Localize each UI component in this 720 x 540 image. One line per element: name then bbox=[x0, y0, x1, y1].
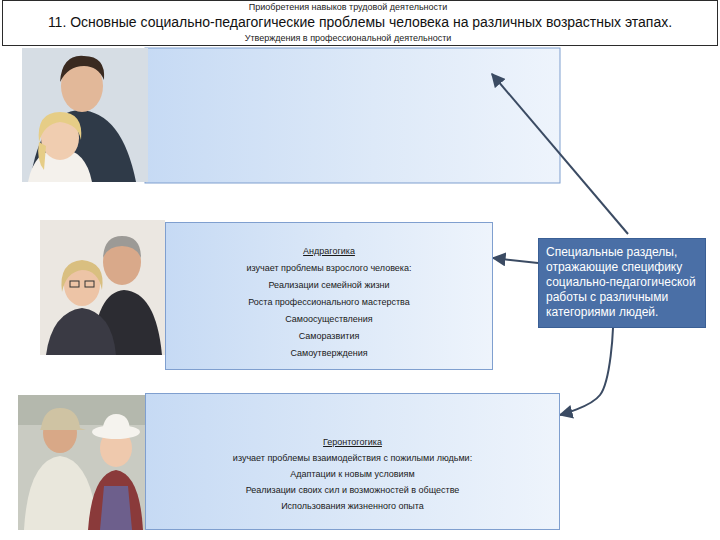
problem-item: Роста профессионального мастерства bbox=[174, 294, 484, 311]
gerontogogy-box: Геронтогогикаизучает проблемы взаимодейс… bbox=[145, 393, 560, 530]
youth-panel bbox=[145, 48, 560, 183]
problem-item: изучает проблемы взрослого человека: bbox=[174, 260, 484, 277]
title-text: 11. Основные социально-педагогические пр… bbox=[48, 14, 672, 30]
title-bar: Приобретения навыков трудовой деятельнос… bbox=[2, 0, 718, 46]
problem-item: Самоутверждения bbox=[174, 345, 484, 362]
arrow-connector bbox=[493, 258, 538, 263]
overflow-label: Приобретения навыков трудовой деятельнос… bbox=[3, 2, 693, 13]
callout-box: Специальные разделы, отражающие специфик… bbox=[538, 238, 706, 328]
problem-item: Использования жизненного опыта bbox=[154, 498, 551, 514]
problem-item: Реализации своих сил и возможностей в об… bbox=[154, 482, 551, 498]
photo-elderly bbox=[18, 395, 145, 530]
andragogy-box: Андрагогикаизучает проблемы взрослого че… bbox=[165, 222, 493, 370]
overflow-label: Утверждения в профессиональной деятельно… bbox=[3, 33, 693, 44]
callout-text: Специальные разделы, отражающие специфик… bbox=[546, 245, 698, 320]
problem-item: изучает проблемы взаимодействия с пожилы… bbox=[154, 450, 551, 466]
problem-item: Самоосуществления bbox=[174, 311, 484, 328]
problem-item: Реализации семейной жизни bbox=[174, 277, 484, 294]
photo-youth bbox=[22, 48, 148, 182]
problem-item: Саморазвития bbox=[174, 328, 484, 345]
leader-arrow bbox=[492, 74, 628, 234]
arrow-connector bbox=[560, 328, 613, 415]
section-heading: Геронтогогика bbox=[154, 434, 551, 450]
problem-item: Адаптации к новым условиям bbox=[154, 466, 551, 482]
section-heading: Андрагогика bbox=[174, 243, 484, 260]
diagram-title: 11. Основные социально-педагогические пр… bbox=[3, 14, 717, 31]
photo-adults bbox=[40, 220, 165, 355]
